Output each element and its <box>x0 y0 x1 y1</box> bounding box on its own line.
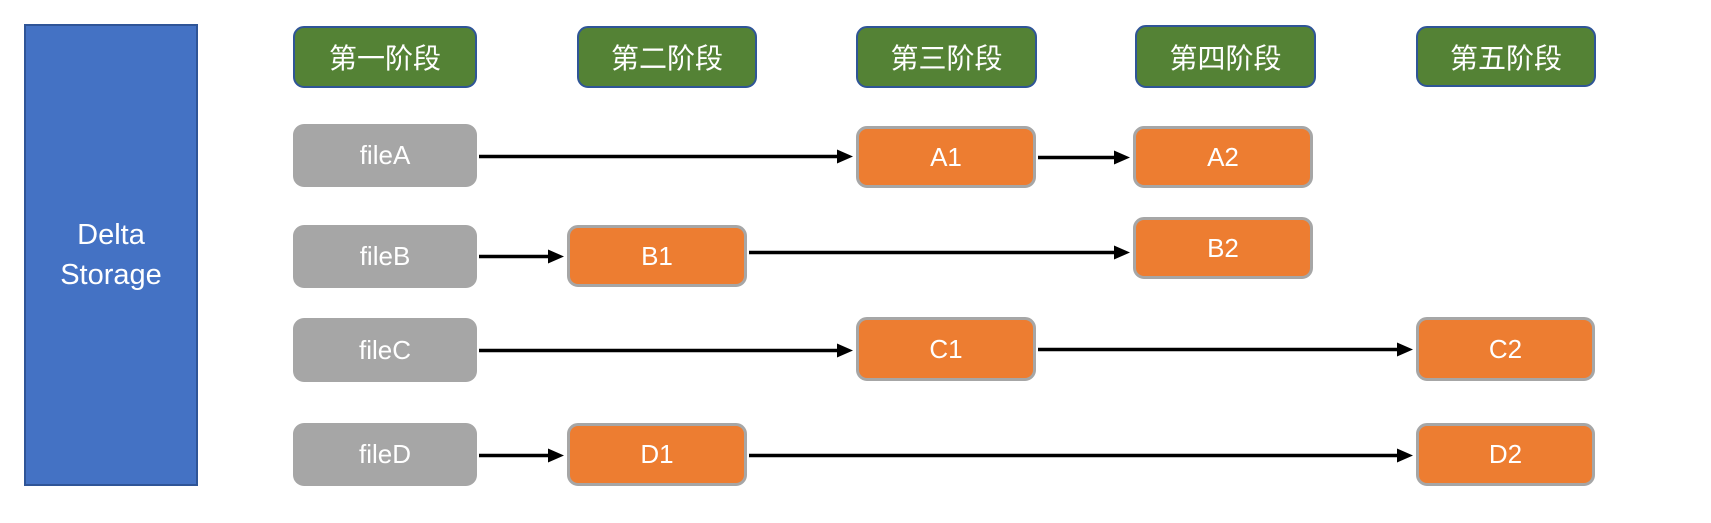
flow-arrow-C1-C2 <box>1038 342 1413 357</box>
stage-header-stage-4: 第四阶段 <box>1135 25 1316 88</box>
version-box-B1: B1 <box>567 225 747 287</box>
stage-header-stage-3: 第三阶段 <box>856 26 1037 88</box>
file-box-fileB: fileB <box>293 225 477 288</box>
flow-arrow-fileD-D1 <box>479 448 564 463</box>
version-box-D2: D2 <box>1416 423 1595 486</box>
version-box-C2: C2 <box>1416 317 1595 381</box>
version-box-D1: D1 <box>567 423 747 486</box>
flow-arrow-B1-B2 <box>749 245 1130 260</box>
flow-arrow-fileC-C1 <box>479 343 853 358</box>
version-box-A2: A2 <box>1133 126 1313 188</box>
flow-arrow-D1-D2 <box>749 448 1413 463</box>
file-box-fileC: fileC <box>293 318 477 382</box>
stage-header-stage-2: 第二阶段 <box>577 26 757 88</box>
flow-arrow-A1-A2 <box>1038 150 1130 165</box>
flow-arrow-fileA-A1 <box>479 149 853 164</box>
file-box-fileA: fileA <box>293 124 477 187</box>
file-box-fileD: fileD <box>293 423 477 486</box>
stage-header-stage-1: 第一阶段 <box>293 26 477 88</box>
version-box-C1: C1 <box>856 317 1036 381</box>
version-box-B2: B2 <box>1133 217 1313 279</box>
flow-arrow-fileB-B1 <box>479 249 564 264</box>
delta-storage-box: Delta Storage <box>24 24 198 486</box>
version-box-A1: A1 <box>856 126 1036 188</box>
stage-header-stage-5: 第五阶段 <box>1416 26 1596 87</box>
